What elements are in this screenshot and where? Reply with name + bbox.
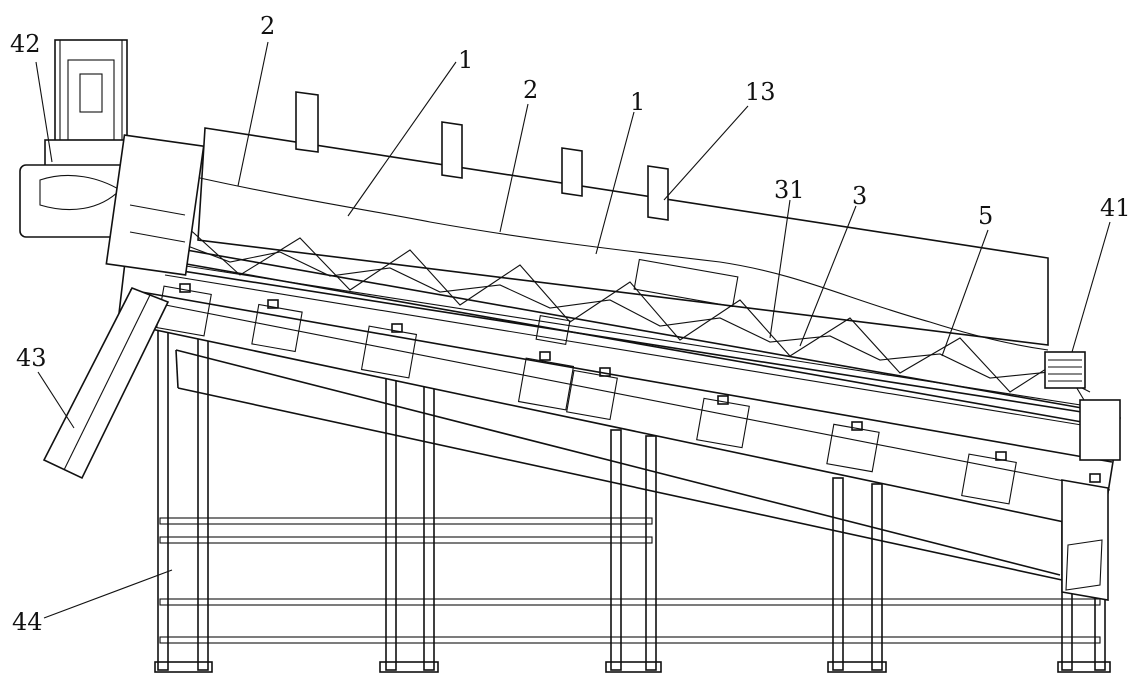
label-3: 3: [852, 182, 867, 210]
side-panels: [156, 283, 1101, 505]
leader-lines: [35, 41, 1111, 619]
frame-leg: [827, 477, 887, 673]
drive-motor: [19, 39, 205, 276]
label-31: 31: [774, 176, 805, 204]
label-1: 1: [458, 46, 473, 74]
vent-stack: [295, 91, 669, 221]
frame-brace: [159, 517, 1101, 644]
upper-housing: [197, 91, 1049, 351]
screw-flight: [184, 224, 1091, 411]
diagonal-brace: [175, 349, 1063, 581]
frame-leg: [379, 377, 439, 673]
frame-leg: [605, 429, 662, 673]
label-2: 2: [260, 12, 275, 40]
frame-leg: [154, 327, 213, 673]
screw-conveyor: [174, 224, 1091, 423]
feed-inlet: [1044, 351, 1121, 601]
label-2: 2: [523, 76, 538, 104]
label-42: 42: [10, 30, 41, 58]
label-41: 41: [1100, 194, 1131, 222]
support-frame: [154, 327, 1111, 673]
label-43: 43: [16, 344, 47, 372]
mounting-bracket: [179, 283, 1101, 483]
label-1: 1: [630, 88, 645, 116]
label-5: 5: [978, 202, 993, 230]
discharge-chute: [42, 286, 170, 480]
reference-labels: 42 2 1 2 1 13 31 3 5 41 43 44: [10, 12, 1131, 636]
label-44: 44: [12, 608, 43, 636]
label-13: 13: [745, 78, 776, 106]
